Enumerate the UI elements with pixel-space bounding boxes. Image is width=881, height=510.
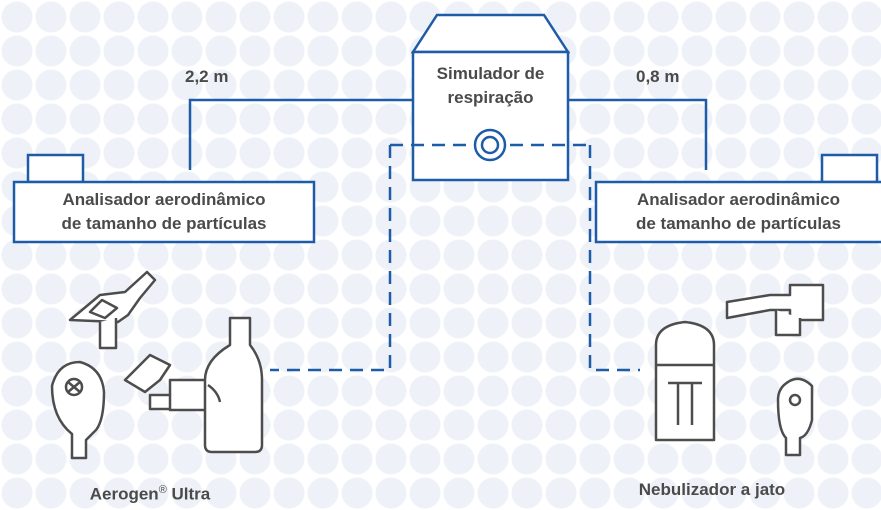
simulator-label: Simulador de respiração: [413, 62, 568, 110]
tube-left: [188, 98, 413, 170]
aerogen-device-icon: [50, 270, 264, 460]
jet-nebulizer-icon: [654, 283, 825, 457]
analyzer-right-label: Analisador aerodinâmico de tamanho de pa…: [596, 188, 881, 236]
device-left-suffix: Ultra: [166, 484, 211, 504]
device-right-caption: Nebulizador a jato: [638, 480, 786, 499]
distance-left-label: 2,2 m: [185, 67, 229, 86]
analyzer-left-box: [12, 153, 316, 244]
simulator-port-icon: [473, 128, 507, 162]
analyzer-right-line2: de tamanho de partículas: [636, 214, 841, 233]
distance-right-label: 0,8 m: [636, 67, 680, 86]
analyzer-right-box: [594, 153, 881, 244]
dashed-line-left: [270, 145, 392, 372]
analyzer-left-line2: de tamanho de partículas: [61, 214, 267, 233]
dashed-line-right: [588, 145, 640, 372]
analyzer-left-line1: Analisador aerodinâmico: [62, 190, 266, 209]
device-left-name: Aerogen: [89, 484, 159, 504]
simulator-label-line2: respiração: [447, 88, 534, 107]
simulator-label-line1: Simulador de: [436, 64, 545, 83]
analyzer-right-line1: Analisador aerodinâmico: [636, 190, 841, 209]
tube-right: [568, 98, 708, 170]
simulator-box: [410, 13, 571, 182]
analyzer-left-label: Analisador aerodinâmico de tamanho de pa…: [14, 188, 314, 236]
device-left-caption: Aerogen® Ultra: [40, 478, 260, 507]
device-left-registered-mark: ®: [158, 484, 167, 496]
